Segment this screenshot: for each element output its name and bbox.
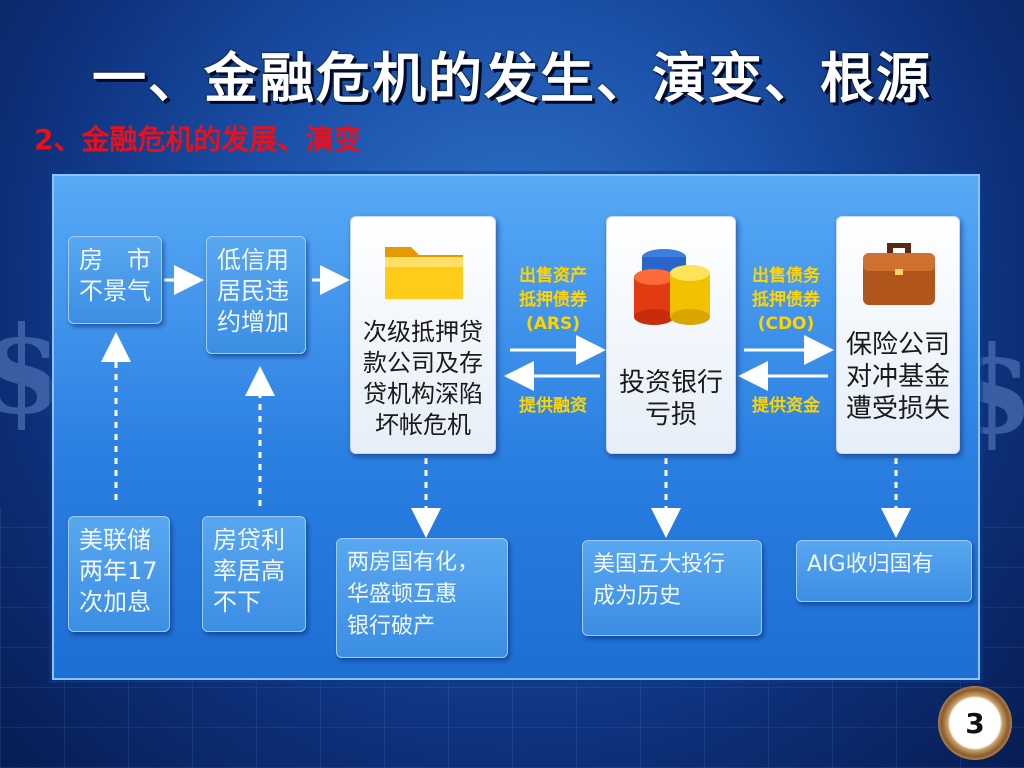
folder-icon — [385, 247, 463, 299]
slide-title: 一、金融危机的发生、演变、根源 — [92, 47, 932, 110]
crisis-flow-diagram: 房 市 不景气 低信用 居民违 约增加 美联储 两年17 次加息 房贷利 率居高… — [52, 174, 980, 680]
connector-arrows — [101, 265, 911, 538]
slide-subtitle: 2、金融危机的发展、演变 — [34, 123, 362, 156]
briefcase-icon — [863, 243, 935, 305]
cause-box-fed-rate-hikes: 美联储 两年17 次加息 — [68, 516, 170, 632]
stage-label: 保险公司 对冲基金 遭受损失 — [845, 330, 950, 424]
stage-label: 投资银行 亏损 — [618, 368, 723, 430]
cause-box-housing-market: 房 市 不景气 — [68, 236, 162, 324]
stage-label: 次级抵押贷 款公司及存 贷机构深陷 坏帐危机 — [363, 318, 483, 439]
stage-card-insurers-hedge-funds: 保险公司 对冲基金 遭受损失 — [836, 216, 960, 454]
outcome-box-big-five-banks: 美国五大投行 成为历史 — [582, 540, 762, 636]
cause-box-high-mortgage-rates: 房贷利 率居高 不下 — [202, 516, 306, 632]
stage-card-subprime-lenders: 次级抵押贷 款公司及存 贷机构深陷 坏帐危机 — [350, 216, 496, 454]
arrow-label-provide-financing: 提供融资 — [519, 396, 587, 416]
stage-card-investment-banks: 投资银行 亏损 — [606, 216, 736, 454]
page-number-badge: 3 — [938, 686, 1012, 760]
arrow-label-sell-cdo: 出售债务 抵押债券 (CDO) — [752, 266, 820, 334]
coin-stack-icon — [634, 249, 710, 325]
page-number: 3 — [965, 706, 985, 740]
cause-box-low-credit-default: 低信用 居民违 约增加 — [206, 236, 306, 354]
arrow-label-provide-funds: 提供资金 — [752, 396, 820, 416]
arrow-label-sell-ars: 出售资产 抵押债券 (ARS) — [519, 266, 587, 334]
outcome-box-gse-nationalized: 两房国有化， 华盛顿互惠 银行破产 — [336, 538, 508, 658]
outcome-box-aig-nationalized: AIG收归国有 — [796, 540, 972, 602]
